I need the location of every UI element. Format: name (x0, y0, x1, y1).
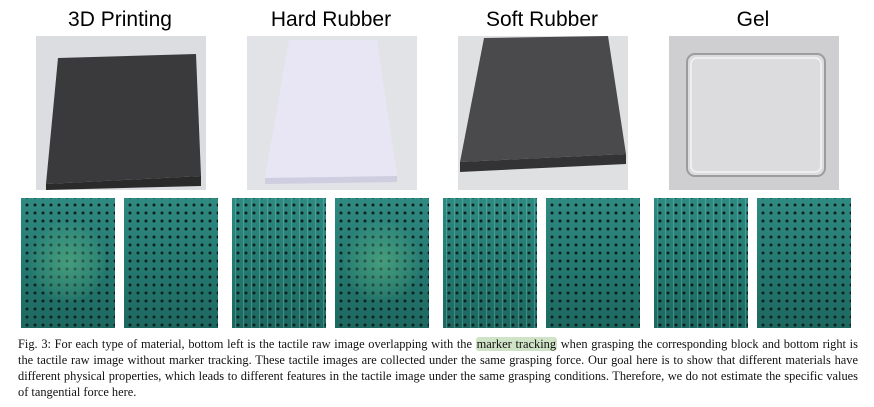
title-3d-printing: 3D Printing (68, 8, 172, 31)
caption-label: Fig. 3: (18, 337, 51, 351)
photo-soft-rubber-block (458, 36, 628, 190)
title-gel: Gel (736, 8, 770, 31)
tactile-gel-with-marker-tracking (654, 198, 748, 328)
tactile-3d-printing-with-marker-tracking (21, 198, 115, 328)
tactile-soft-rubber-raw (546, 198, 640, 328)
title-hard-rubber: Hard Rubber (270, 8, 392, 31)
tactile-3d-printing-raw (124, 198, 218, 328)
tactile-hard-rubber-raw (335, 198, 429, 328)
figure-caption: Fig. 3: For each type of material, botto… (18, 336, 858, 400)
photo-hard-rubber-block (247, 36, 417, 190)
tactile-soft-rubber-with-marker-tracking (443, 198, 537, 328)
tactile-hard-rubber-with-marker-tracking (232, 198, 326, 328)
photo-3d-printing-block (36, 36, 206, 190)
title-soft-rubber: Soft Rubber (485, 8, 599, 31)
caption-highlight[interactable]: marker tracking (475, 337, 558, 351)
tactile-gel-raw (757, 198, 851, 328)
caption-text-part1: For each type of material, bottom left i… (54, 337, 472, 351)
caption-text-part2: when grasping the corresponding block an… (18, 337, 858, 399)
photo-gel-block (669, 36, 839, 190)
